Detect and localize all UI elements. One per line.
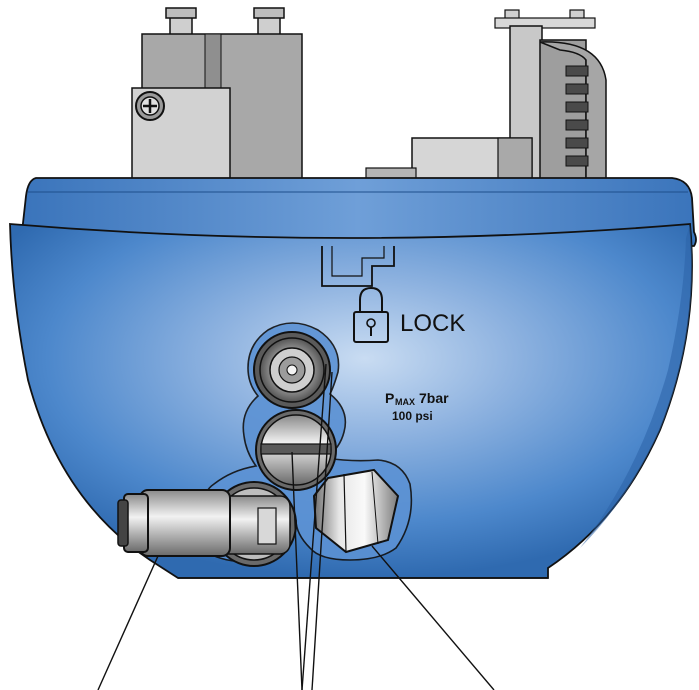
- lock-label: LOCK: [400, 310, 465, 337]
- padlock-icon: [353, 286, 389, 343]
- leader-line-hex-plug: [371, 545, 495, 690]
- pressure-psi: 100 psi: [392, 409, 433, 423]
- upper-port-fitting: [253, 331, 331, 409]
- terminal-bar: [494, 17, 596, 29]
- phillips-screw-icon: [135, 91, 165, 121]
- hex-plug: [312, 468, 400, 554]
- elbow-body: [139, 489, 231, 557]
- pressure-symbol: P: [385, 390, 394, 406]
- leader-line-upper-port-2: [311, 371, 333, 690]
- push-in-elbow-fitting: [117, 481, 297, 567]
- leader-line-upper-port: [301, 363, 327, 690]
- terminal-contacts: [565, 65, 589, 167]
- lock-latch: [321, 246, 395, 287]
- leader-line-elbow: [97, 555, 159, 690]
- leader-lines: [97, 363, 495, 690]
- pressure-subscript: MAX: [395, 397, 415, 407]
- middle-slotted-plug: [255, 409, 337, 491]
- top-components: [131, 7, 607, 187]
- pressure-rating: P MAX 7bar 100 psi: [385, 390, 449, 423]
- housing-rim: [19, 177, 697, 247]
- pressure-bar: 7bar: [419, 390, 449, 406]
- leader-line-middle-plug: [291, 451, 303, 690]
